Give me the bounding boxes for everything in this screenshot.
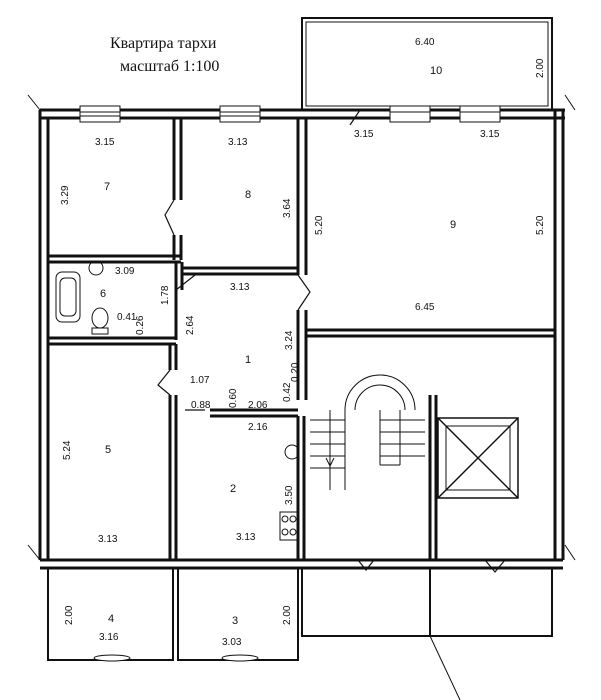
plan-title: Квартира тархи <box>110 35 217 52</box>
dim-hall-c: 0.60 <box>228 388 239 408</box>
dim-room6-small-a: 0.41 <box>117 312 137 323</box>
dim-room9-height-left: 5.20 <box>314 215 325 235</box>
dim-room2-bottom: 3.13 <box>236 532 256 543</box>
dim-room8-width: 3.13 <box>228 137 248 148</box>
room-number-3: 3 <box>232 615 238 627</box>
dim-room4-height: 2.00 <box>64 605 75 625</box>
doors <box>157 109 506 573</box>
dim-room4-width: 3.16 <box>99 632 119 643</box>
room-number-4: 4 <box>108 613 114 625</box>
dim-hall-e: 0.42 <box>282 382 293 402</box>
dim-room5-bottom: 3.13 <box>98 534 118 545</box>
room-number-7: 7 <box>104 181 110 193</box>
balcony-10 <box>301 17 553 111</box>
stairs <box>310 374 425 490</box>
dim-room9-height-right: 5.20 <box>535 215 546 235</box>
windows <box>79 105 501 662</box>
dim-room9-width-right: 3.15 <box>480 129 500 140</box>
stove-icon <box>279 444 300 541</box>
dim-room9-bottom: 6.45 <box>415 302 435 313</box>
dim-hall-width: 3.13 <box>230 282 250 293</box>
dim-room6-small-b: 0.26 <box>135 315 146 335</box>
room-number-8: 8 <box>245 189 251 201</box>
plan-scale: масштаб 1:100 <box>120 58 220 75</box>
lower-balconies <box>47 567 553 661</box>
dim-room6-height: 1.78 <box>160 285 171 305</box>
dim-room7-height: 3.29 <box>60 185 71 205</box>
dim-room3-height: 2.00 <box>282 605 293 625</box>
room-labels: 1 2 3 4 5 6 7 8 9 10 <box>100 65 456 627</box>
dim-room6-width: 3.09 <box>115 266 135 277</box>
interior-walls <box>48 118 555 560</box>
dimension-labels: 6.40 2.00 3.15 3.15 5.20 5.20 6.45 3.15 … <box>60 37 546 648</box>
elevator-shaft <box>437 417 519 499</box>
bathroom-fixtures <box>55 260 109 335</box>
dim-room9-width-left: 3.15 <box>354 129 374 140</box>
room-number-2: 2 <box>230 483 236 495</box>
dim-hall-right: 3.24 <box>284 330 295 350</box>
room-number-10: 10 <box>430 65 442 77</box>
dim-room7-width: 3.15 <box>95 137 115 148</box>
dim-hall-a: 1.07 <box>190 375 210 386</box>
dim-hall-left: 2.64 <box>185 315 196 335</box>
room-number-1: 1 <box>245 354 251 366</box>
dim-hall-d: 2.06 <box>248 400 268 411</box>
room-number-5: 5 <box>105 444 111 456</box>
dim-hall-small: 0.20 <box>290 362 301 382</box>
dim-room3-width: 3.03 <box>222 637 242 648</box>
dim-room8-height: 3.64 <box>282 198 293 218</box>
dim-room5-height: 5.24 <box>62 440 73 460</box>
dim-hall-b: 0.88 <box>191 400 211 411</box>
room-number-9: 9 <box>450 219 456 231</box>
dim-room10-depth: 2.00 <box>535 58 546 78</box>
room-number-6: 6 <box>100 288 106 300</box>
dim-room2-top: 2.16 <box>248 422 268 433</box>
dim-room2-height: 3.50 <box>284 485 295 505</box>
dim-room10-width: 6.40 <box>415 37 435 48</box>
axis-ticks <box>27 94 576 700</box>
